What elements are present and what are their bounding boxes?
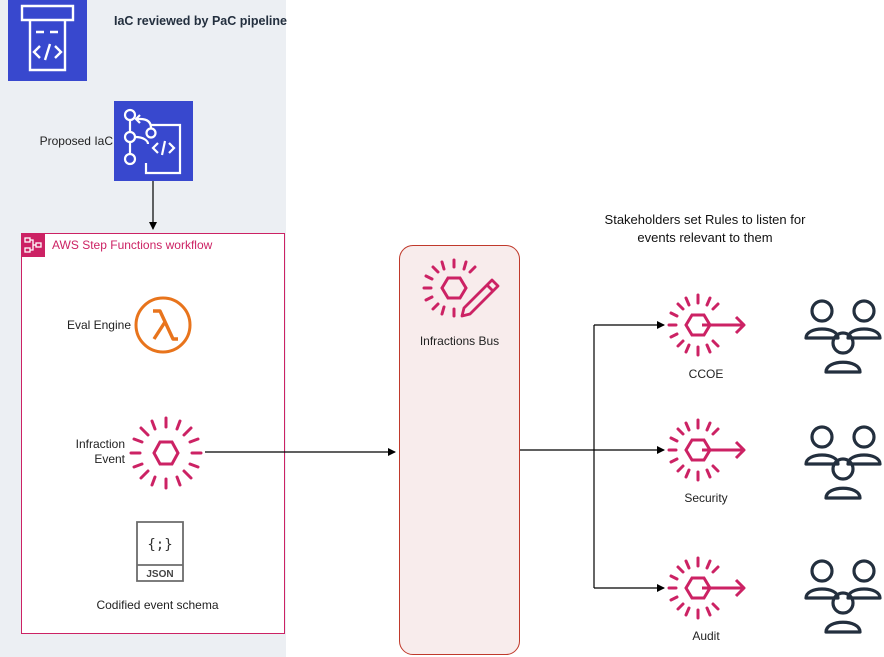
ccoe-label: CCOE — [688, 367, 724, 381]
security-label: Security — [684, 491, 728, 505]
connector-bus-to-rules-trunk — [520, 325, 595, 588]
pipeline-title: IaC reviewed by PaC pipeline — [114, 14, 287, 28]
eventbridge-rule-icon — [666, 292, 748, 358]
stakeholders-caption-line2: events relevant to them — [637, 230, 773, 245]
step-functions-title: AWS Step Functions workflow — [52, 238, 213, 252]
infraction-event-label-line1: Infraction — [75, 437, 125, 451]
proposed-iac-label: Proposed IaC — [39, 134, 113, 148]
users-group-icon — [802, 422, 884, 502]
audit-label: Audit — [692, 629, 720, 643]
users-group-icon — [802, 296, 884, 376]
git-code-icon — [114, 101, 193, 181]
infractions-bus-group — [399, 245, 520, 655]
schema-label: Codified event schema — [96, 598, 219, 612]
eventbridge-event-icon — [127, 414, 205, 492]
eventbridge-rule-icon — [666, 555, 748, 621]
step-functions-icon — [21, 233, 45, 257]
eventbridge-rule-icon — [666, 417, 748, 483]
json-file-text: JSON — [146, 569, 173, 580]
json-file-icon: {;} JSON — [136, 521, 184, 582]
json-braces-text: {;} — [147, 537, 172, 553]
code-window-icon — [8, 0, 87, 81]
stakeholders-caption: Stakeholders set Rules to listen for eve… — [575, 211, 835, 247]
users-group-icon — [802, 556, 884, 636]
infraction-event-label-line2: Event — [94, 452, 125, 466]
stakeholders-caption-line1: Stakeholders set Rules to listen for — [604, 212, 806, 227]
eval-engine-label: Eval Engine — [66, 318, 131, 332]
infractions-bus-label: Infractions Bus — [419, 334, 500, 348]
lambda-icon — [133, 295, 193, 355]
eventbridge-bus-icon — [420, 258, 502, 324]
